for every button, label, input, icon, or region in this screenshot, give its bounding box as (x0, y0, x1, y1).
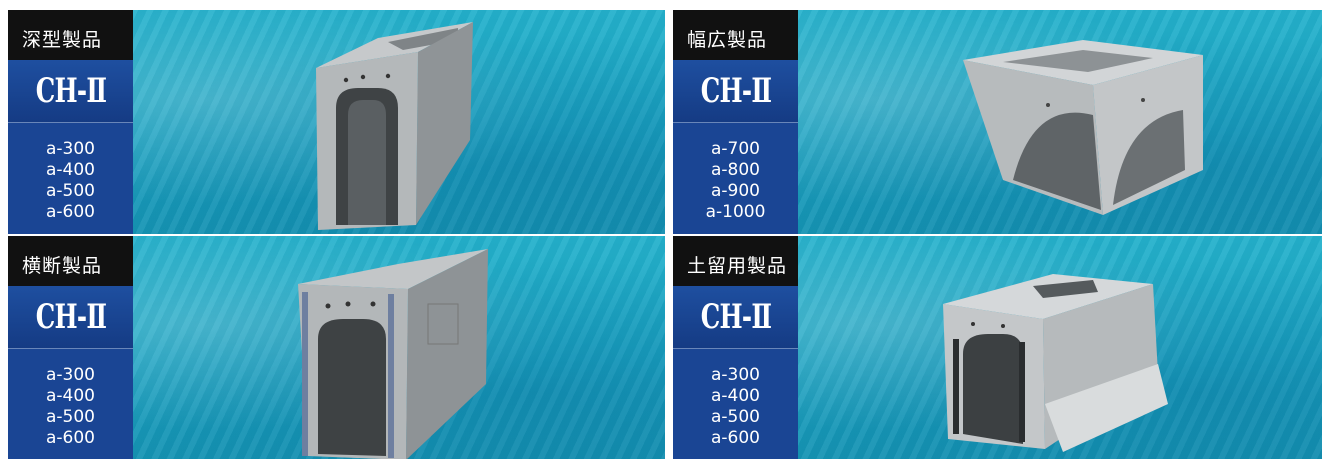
size-item: a-600 (46, 428, 95, 448)
category-label: 幅広製品 (673, 10, 798, 60)
size-item: a-300 (46, 139, 95, 159)
size-item: a-800 (711, 160, 760, 180)
model-text: CH-Ⅱ (35, 71, 106, 111)
model-label: CH-Ⅱ (673, 286, 798, 348)
size-item: a-700 (711, 139, 760, 159)
label-block: 幅広製品 CH-Ⅱ a-700 a-800 a-900 a-1000 (673, 10, 798, 234)
model-text: CH-Ⅱ (35, 297, 106, 337)
size-item: a-600 (711, 428, 760, 448)
concrete-product-image (288, 244, 548, 459)
model-label: CH-Ⅱ (673, 60, 798, 122)
label-block: 土留用製品 CH-Ⅱ a-300 a-400 a-500 a-600 (673, 236, 798, 459)
size-item: a-300 (46, 365, 95, 385)
size-list: a-300 a-400 a-500 a-600 (673, 348, 798, 459)
category-label: 深型製品 (8, 10, 133, 60)
size-item: a-500 (711, 407, 760, 427)
concrete-product-image (308, 20, 538, 230)
size-item: a-500 (46, 407, 95, 427)
model-text: CH-Ⅱ (700, 71, 771, 111)
size-item: a-1000 (705, 202, 766, 222)
size-list: a-700 a-800 a-900 a-1000 (673, 122, 798, 234)
panel-deep-product: 深型製品 CH-Ⅱ a-300 a-400 a-500 a-600 (8, 10, 665, 234)
model-text: CH-Ⅱ (700, 297, 771, 337)
size-item: a-500 (46, 181, 95, 201)
size-item: a-400 (46, 160, 95, 180)
size-item: a-900 (711, 181, 760, 201)
label-block: 深型製品 CH-Ⅱ a-300 a-400 a-500 a-600 (8, 10, 133, 234)
label-block: 横断製品 CH-Ⅱ a-300 a-400 a-500 a-600 (8, 236, 133, 459)
panel-wide-product: 幅広製品 CH-Ⅱ a-700 a-800 a-900 a-1000 (673, 10, 1322, 234)
size-list: a-300 a-400 a-500 a-600 (8, 122, 133, 234)
panel-retaining-product: 土留用製品 CH-Ⅱ a-300 a-400 a-500 a-600 (673, 236, 1322, 459)
category-label: 土留用製品 (673, 236, 798, 286)
size-item: a-600 (46, 202, 95, 222)
size-item: a-300 (711, 365, 760, 385)
concrete-product-image (953, 30, 1223, 230)
size-item: a-400 (711, 386, 760, 406)
model-label: CH-Ⅱ (8, 286, 133, 348)
concrete-product-image (933, 254, 1173, 454)
size-list: a-300 a-400 a-500 a-600 (8, 348, 133, 459)
model-label: CH-Ⅱ (8, 60, 133, 122)
panel-crossing-product: 横断製品 CH-Ⅱ a-300 a-400 a-500 a-600 (8, 236, 665, 459)
catalog-stage: 深型製品 CH-Ⅱ a-300 a-400 a-500 a-600 (8, 10, 1322, 459)
size-item: a-400 (46, 386, 95, 406)
category-label: 横断製品 (8, 236, 133, 286)
